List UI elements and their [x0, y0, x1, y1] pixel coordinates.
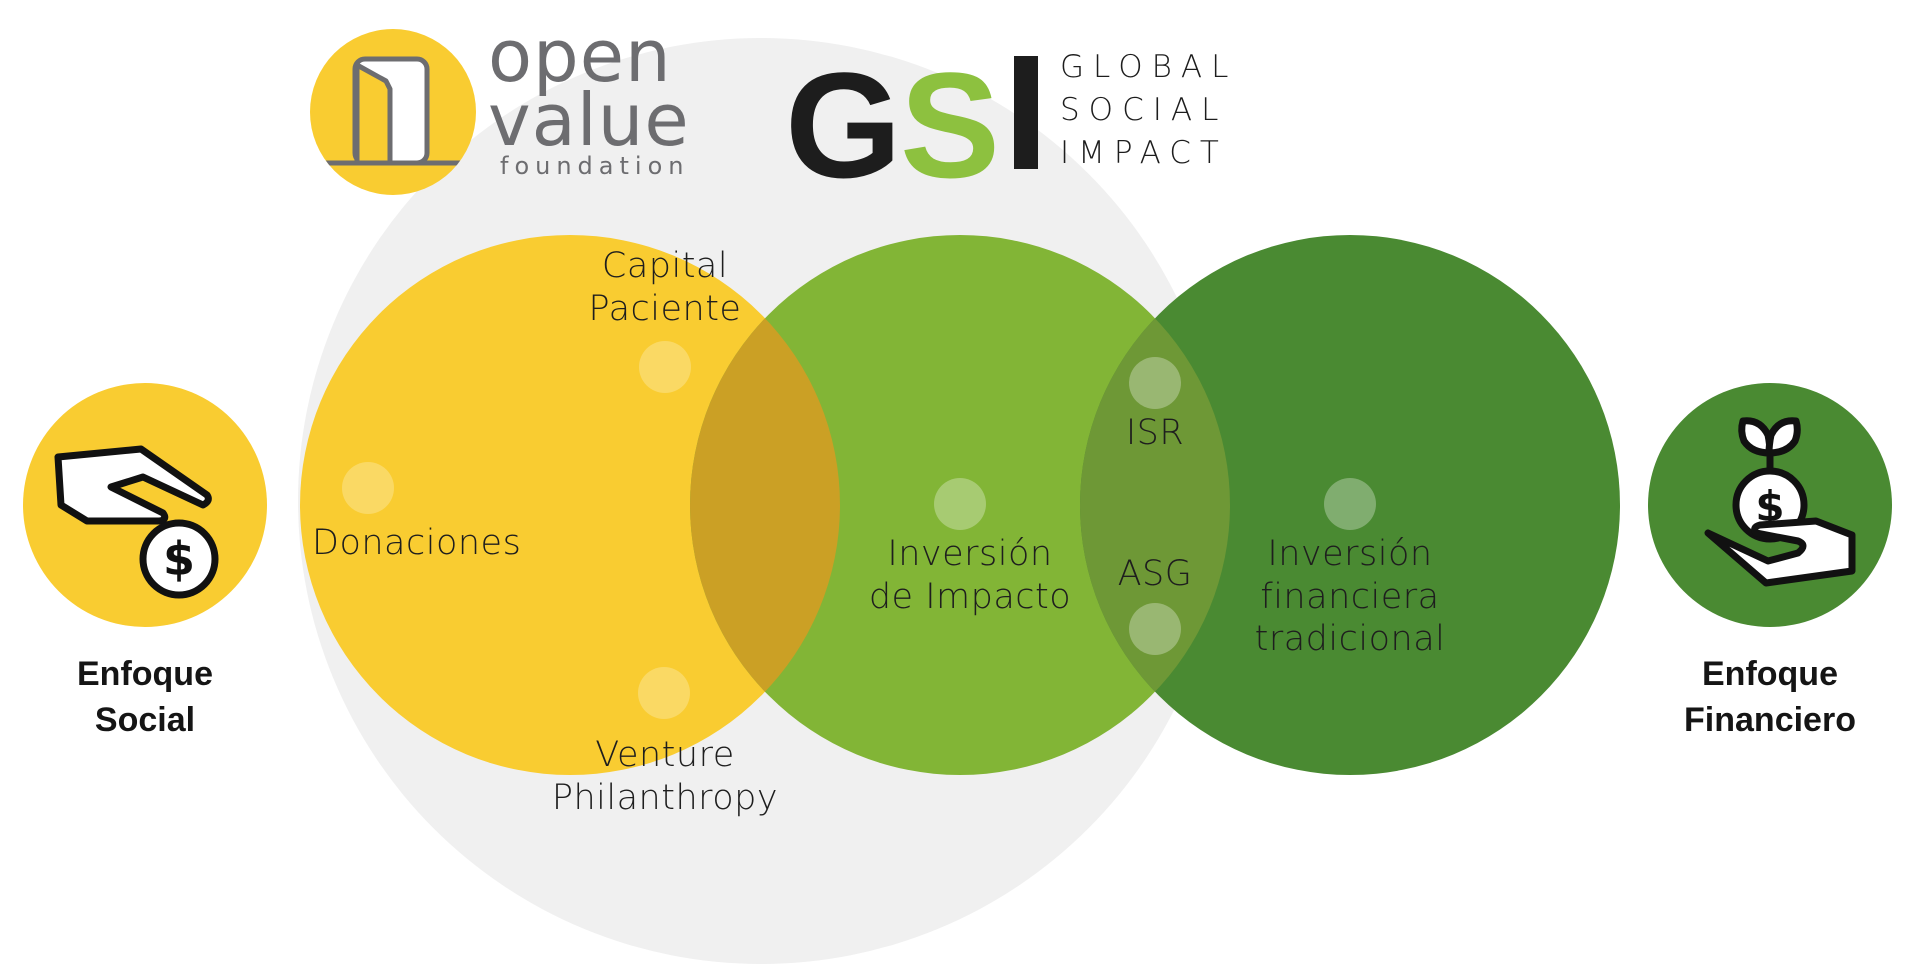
- venture-philanthropy-label: Venture Philanthropy: [520, 734, 810, 819]
- open-value-logo-circle: [310, 29, 476, 195]
- donaciones-dot: [342, 462, 394, 514]
- social-focus-title: Enfoque Social: [20, 652, 270, 744]
- social-focus-circle: $: [23, 383, 267, 627]
- inversion-impacto-dot: [934, 478, 986, 530]
- venture-line1: Venture: [595, 735, 735, 775]
- isr-label: ISR: [1125, 413, 1185, 453]
- hand-holding-plant-coin-icon: $: [1704, 417, 1856, 587]
- capital-paciente-dot: [639, 341, 691, 393]
- open-value-line1: open: [488, 14, 672, 98]
- inversion-impacto-line1: Inversión: [887, 534, 1053, 574]
- venture-philanthropy-dot: [638, 667, 690, 719]
- tradicional-line2: financiera: [1260, 576, 1440, 617]
- impact-circle: [690, 235, 1230, 775]
- social-circle: [300, 235, 840, 775]
- capital-paciente-line1: Capital: [601, 246, 729, 286]
- financial-focus-circle: $: [1648, 383, 1892, 627]
- gsi-words: GLOBAL SOCIAL IMPACT: [1060, 46, 1237, 174]
- gsi-letter-i: [1014, 56, 1038, 169]
- svg-text:$: $: [163, 532, 195, 586]
- donaciones-label: Donaciones: [312, 523, 522, 563]
- inversion-tradicional-dot: [1324, 478, 1376, 530]
- gsi-letter-g: G: [785, 41, 902, 209]
- financial-focus-line1: Enfoque: [1702, 655, 1838, 693]
- inversion-impacto-line2: de Impacto: [868, 576, 1072, 617]
- gsi-word-social: SOCIAL: [1060, 91, 1228, 128]
- social-focus-line1: Enfoque: [77, 655, 213, 693]
- tradicional-line1: Inversión: [1267, 534, 1433, 574]
- financial-focus-title: Enfoque Financiero: [1640, 652, 1900, 744]
- open-value-line3: foundation: [500, 152, 690, 180]
- open-door-icon: [310, 56, 476, 166]
- open-value-line2: value: [488, 78, 690, 162]
- asg-label: ASG: [1117, 554, 1193, 594]
- isr-dot: [1129, 357, 1181, 409]
- asg-dot: [1129, 603, 1181, 655]
- gsi-word-global: GLOBAL: [1060, 49, 1238, 85]
- tradicional-line3: tradicional: [1254, 619, 1446, 660]
- gsi-letter-s: S: [900, 41, 1000, 209]
- inversion-tradicional-label: Inversión financiera tradicional: [1225, 533, 1475, 661]
- inversion-impacto-label: Inversión de Impacto: [830, 533, 1110, 618]
- financial-circle: [1080, 235, 1620, 775]
- capital-paciente-label: Capital Paciente: [565, 245, 765, 330]
- hand-giving-coin-icon: $: [54, 445, 219, 599]
- gsi-word-impact: IMPACT: [1060, 134, 1228, 171]
- financial-focus-line2: Financiero: [1684, 700, 1856, 739]
- venture-line2: Philanthropy: [551, 777, 779, 818]
- capital-paciente-line2: Paciente: [588, 288, 742, 329]
- social-focus-line2: Social: [94, 700, 196, 739]
